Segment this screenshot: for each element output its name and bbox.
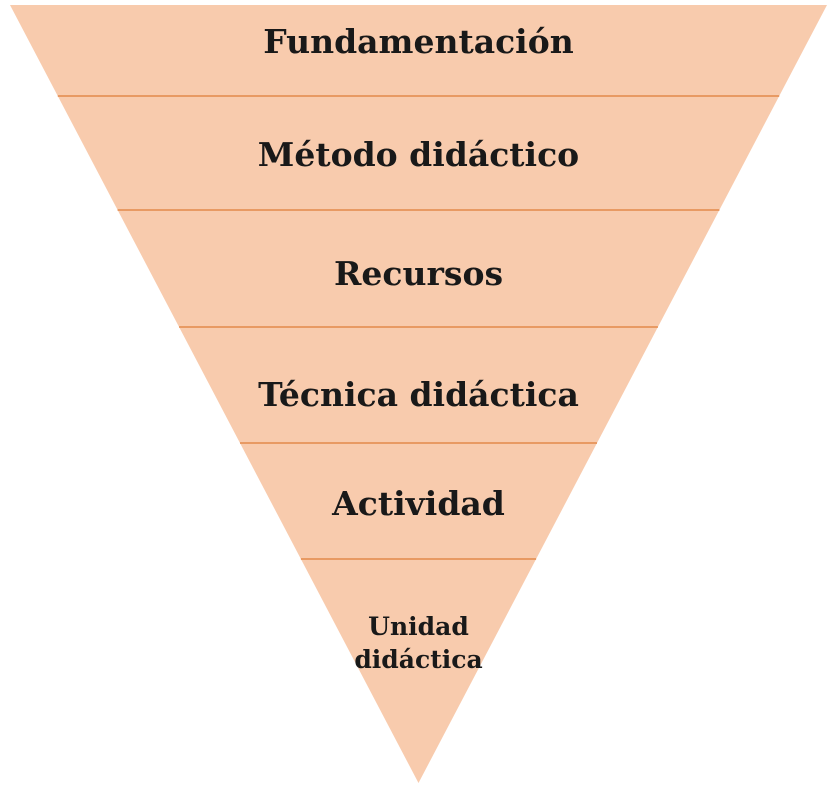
level-label-unidad-didactica-line1: Unidad [368,612,469,641]
pyramid-shape [10,5,827,783]
level-label-unidad-didactica-line2: didáctica [354,645,482,674]
level-label-actividad: Actividad [331,484,505,523]
level-label-metodo-didactico: Método didáctico [258,135,579,174]
level-label-recursos: Recursos [334,254,503,293]
level-label-fundamentacion: Fundamentación [263,22,573,61]
level-label-tecnica-didactica: Técnica didáctica [258,375,579,414]
